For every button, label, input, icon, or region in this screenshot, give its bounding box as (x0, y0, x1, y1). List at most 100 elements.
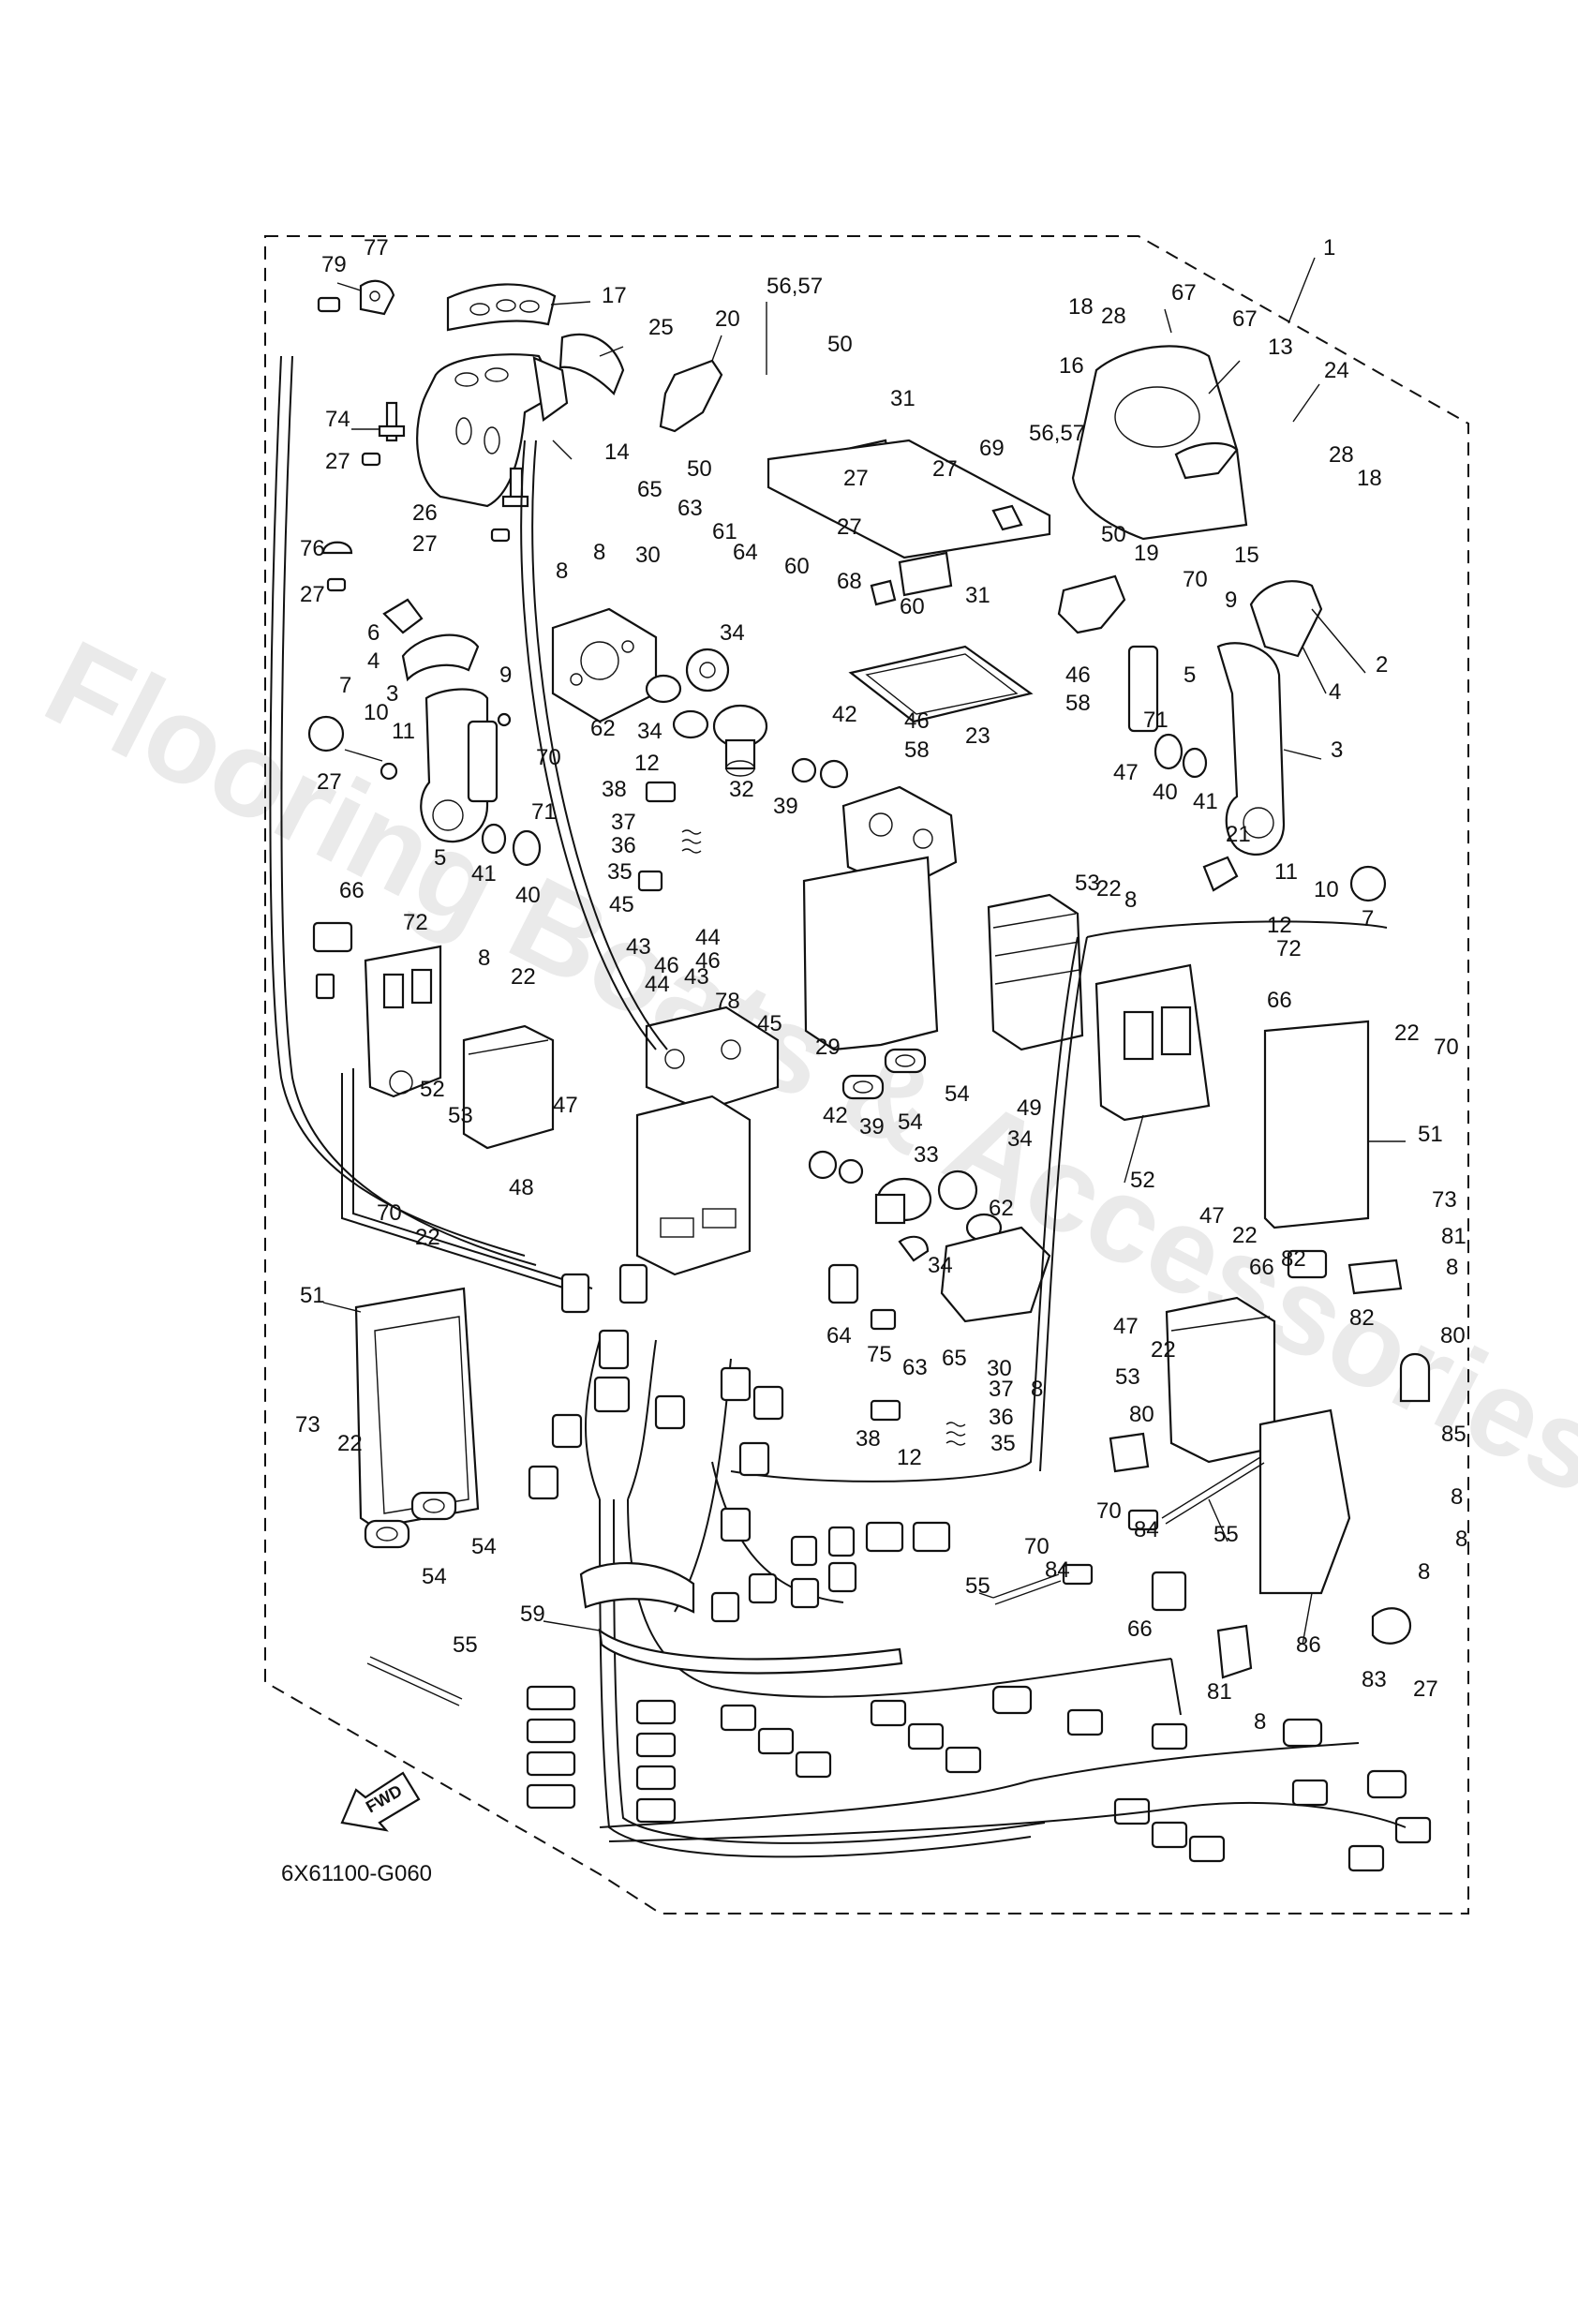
callout-label-36: 73 (295, 1412, 320, 1438)
clip-83 (1371, 1607, 1412, 1645)
washer-42-upper (819, 759, 849, 789)
callout-label-57: 34 (720, 620, 745, 646)
callout-label-68: 42 (832, 702, 857, 727)
bracket-5-right (1127, 645, 1159, 733)
callout-label-96: 5 (1184, 663, 1196, 688)
callout-label-93: 4 (1329, 679, 1341, 705)
callout-label-154: 22 (1151, 1337, 1176, 1363)
clip-80-right (1399, 1353, 1431, 1403)
callout-label-55: 8 (593, 540, 605, 565)
bracket-81-upper (1347, 1259, 1403, 1295)
callout-label-163: 8 (1455, 1527, 1467, 1552)
grommet-54-center-b (841, 1074, 885, 1100)
bracket-31-lower (898, 551, 953, 597)
base-plate-23-inner (865, 653, 1019, 715)
base-plate-23 (848, 645, 1034, 723)
gear-34-lower (937, 1169, 978, 1211)
washer-40-left (512, 829, 542, 867)
callout-label-53: 64 (733, 540, 758, 565)
callout-label-11: 27 (300, 582, 325, 607)
callout-label-153: 47 (1113, 1314, 1139, 1339)
gear-34-upper (685, 648, 730, 693)
bracket-5-left (467, 720, 499, 803)
callout-label-3: 17 (602, 283, 627, 308)
callout-label-167: 8 (1418, 1559, 1430, 1585)
callout-label-74: 56,57 (1029, 421, 1085, 446)
cover-plate-25 (558, 333, 625, 395)
callout-label-136: 63 (902, 1355, 928, 1380)
bushing-62 (645, 674, 682, 704)
callout-label-95: 58 (1065, 691, 1091, 716)
callout-label-86: 24 (1324, 358, 1349, 383)
callout-label-133: 34 (928, 1253, 953, 1278)
callout-label-62: 32 (729, 777, 754, 802)
callout-label-140: 37 (989, 1377, 1014, 1402)
gear-assembly-30-lower (940, 1226, 1051, 1323)
callout-label-150: 66 (1249, 1255, 1274, 1280)
callout-label-28: 22 (511, 964, 536, 990)
bracket-77 (317, 279, 395, 316)
callout-label-115: 52 (1130, 1168, 1155, 1193)
cover-24 (1174, 441, 1239, 480)
sensor-64 (827, 1263, 859, 1304)
mechanism-78 (645, 1006, 780, 1112)
callout-label-27: 8 (478, 946, 490, 971)
callout-label-170: 83 (1362, 1667, 1387, 1692)
callout-label-114: 51 (1418, 1122, 1443, 1147)
callout-label-63: 39 (773, 794, 798, 819)
callout-label-146: 22 (1232, 1223, 1258, 1248)
bracket-29 (802, 856, 939, 1051)
callout-label-88: 18 (1357, 466, 1382, 491)
callout-label-126: 78 (715, 989, 740, 1014)
switch-38 (645, 781, 677, 803)
callout-label-161: 55 (1213, 1522, 1239, 1547)
bracket-81-lower (1216, 1624, 1253, 1679)
ecu-module-53-left (462, 1024, 555, 1150)
callout-label-106: 7 (1362, 906, 1374, 931)
washer-42-lower (808, 1150, 838, 1180)
callout-label-111: 66 (1267, 988, 1292, 1013)
callout-label-162: 8 (1451, 1484, 1463, 1510)
callout-label-92: 2 (1376, 652, 1388, 678)
callout-label-169: 86 (1296, 1632, 1321, 1658)
bracket-69 (991, 504, 1023, 531)
callout-label-147: 73 (1432, 1187, 1457, 1213)
callout-label-108: 22 (1096, 876, 1122, 901)
callout-label-60: 12 (634, 751, 660, 776)
callout-label-10: 76 (300, 536, 325, 561)
callout-label-151: 82 (1281, 1246, 1306, 1272)
bracket-86 (1258, 1408, 1351, 1595)
control-handle-2 (1249, 580, 1323, 658)
callout-label-155: 53 (1115, 1364, 1140, 1390)
callout-label-6: 74 (325, 407, 350, 432)
callout-label-166: 55 (965, 1573, 990, 1599)
callout-label-168: 66 (1127, 1616, 1153, 1642)
callout-label-127: 45 (757, 1011, 782, 1036)
callout-label-139: 8 (1031, 1377, 1043, 1402)
callout-label-159: 70 (1096, 1498, 1122, 1524)
callout-label-134: 64 (826, 1323, 852, 1348)
forward-direction-arrow: FWD (340, 1771, 421, 1832)
callout-label-165: 84 (1045, 1557, 1070, 1583)
callout-label-157: 80 (1129, 1402, 1154, 1427)
callout-label-31: 47 (553, 1093, 578, 1118)
callout-label-45: 31 (890, 386, 916, 411)
callout-label-67: 45 (609, 892, 634, 917)
wire-harness-59 (269, 355, 1432, 1872)
callout-label-37: 22 (337, 1431, 363, 1456)
shaft-bracket (767, 439, 1051, 559)
bracket-68 (870, 579, 897, 606)
callout-label-129: 39 (859, 1114, 885, 1140)
assembly-boundary (264, 235, 1469, 1914)
lever-hub-right (1243, 807, 1274, 839)
cover-4 (401, 633, 480, 682)
callout-label-69: 46 (904, 708, 930, 734)
callout-label-56: 8 (556, 559, 568, 584)
callout-label-71: 23 (965, 723, 990, 749)
callout-label-100: 40 (1153, 780, 1178, 805)
spring-35 (945, 1422, 966, 1446)
callout-label-123: 46 (654, 953, 679, 978)
callout-label-59: 62 (590, 716, 616, 741)
washer-39-lower (838, 1158, 864, 1184)
grommet-54-center-a (884, 1048, 927, 1074)
